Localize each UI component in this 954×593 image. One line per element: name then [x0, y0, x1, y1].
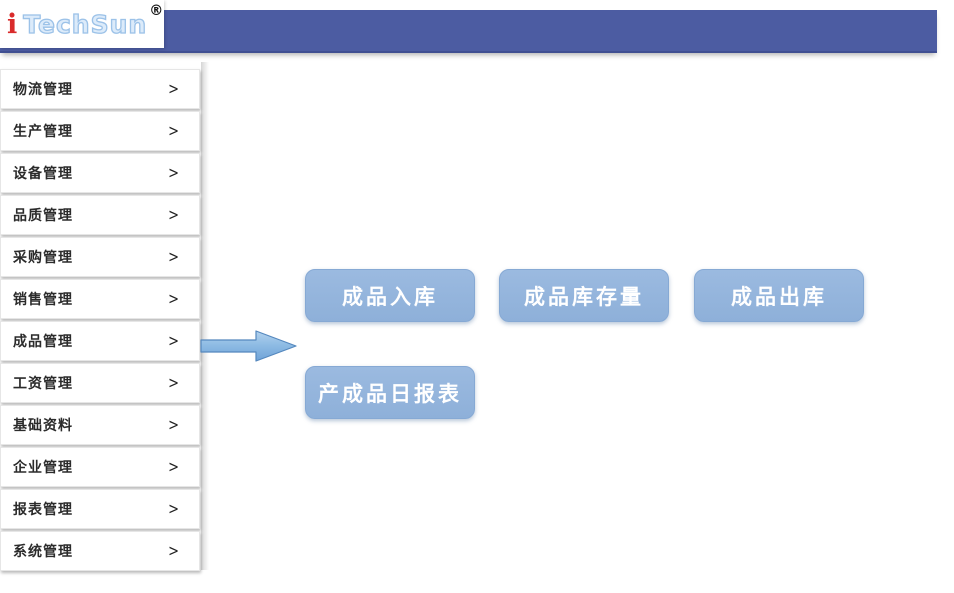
chevron-right-icon: >	[168, 79, 179, 99]
sidebar-edge-shadow	[201, 62, 209, 570]
registered-trademark-icon: ®	[149, 3, 164, 19]
sidebar-item-label: 基础资料	[13, 418, 73, 434]
chevron-right-icon: >	[168, 331, 179, 351]
button-label: 成品库存量	[524, 283, 644, 309]
app-logo[interactable]: i TechSun ®	[0, 0, 164, 48]
right-arrow-icon	[200, 330, 297, 362]
logo-brand-text: TechSun	[23, 9, 148, 39]
chevron-right-icon: >	[168, 415, 179, 435]
finished-product-daily-report-button[interactable]: 产成品日报表	[305, 366, 475, 419]
sidebar-item-label: 设备管理	[13, 166, 73, 182]
chevron-right-icon: >	[168, 121, 179, 141]
finished-goods-stock-button[interactable]: 成品库存量	[499, 269, 669, 322]
sidebar-item-label: 成品管理	[13, 334, 73, 350]
button-label: 成品入库	[342, 283, 438, 309]
sidebar-item-reports[interactable]: 报表管理 >	[0, 489, 200, 529]
sidebar-item-label: 系统管理	[13, 544, 73, 560]
sidebar-menu: 物流管理 > 生产管理 > 设备管理 > 品质管理 > 采购管理 > 销售管理 …	[0, 69, 201, 573]
sidebar-item-enterprise[interactable]: 企业管理 >	[0, 447, 200, 487]
chevron-right-icon: >	[168, 499, 179, 519]
button-label: 产成品日报表	[318, 380, 462, 406]
finished-goods-inbound-button[interactable]: 成品入库	[305, 269, 475, 322]
chevron-right-icon: >	[168, 373, 179, 393]
sidebar-item-label: 报表管理	[13, 502, 73, 518]
chevron-right-icon: >	[168, 289, 179, 309]
sidebar-item-payroll[interactable]: 工资管理 >	[0, 363, 200, 403]
chevron-right-icon: >	[168, 541, 179, 561]
sidebar-item-label: 采购管理	[13, 250, 73, 266]
sidebar-item-equipment[interactable]: 设备管理 >	[0, 153, 200, 193]
sidebar-item-base-data[interactable]: 基础资料 >	[0, 405, 200, 445]
sidebar-item-purchasing[interactable]: 采购管理 >	[0, 237, 200, 277]
chevron-right-icon: >	[168, 163, 179, 183]
sidebar-item-label: 工资管理	[13, 376, 73, 392]
sidebar-item-production[interactable]: 生产管理 >	[0, 111, 200, 151]
sidebar-item-label: 生产管理	[13, 124, 73, 140]
sidebar-item-system[interactable]: 系统管理 >	[0, 531, 200, 571]
sidebar-item-quality[interactable]: 品质管理 >	[0, 195, 200, 235]
sidebar-item-sales[interactable]: 销售管理 >	[0, 279, 200, 319]
sidebar-item-logistics[interactable]: 物流管理 >	[0, 69, 200, 109]
button-label: 成品出库	[731, 283, 827, 309]
sidebar-item-label: 品质管理	[13, 208, 73, 224]
sidebar-item-label: 销售管理	[13, 292, 73, 308]
sidebar-item-finished-goods[interactable]: 成品管理 >	[0, 321, 200, 361]
logo-i-mark: i	[7, 8, 18, 40]
finished-goods-outbound-button[interactable]: 成品出库	[694, 269, 864, 322]
sidebar-item-label: 物流管理	[13, 82, 73, 98]
sidebar-item-label: 企业管理	[13, 460, 73, 476]
chevron-right-icon: >	[168, 205, 179, 225]
chevron-right-icon: >	[168, 247, 179, 267]
chevron-right-icon: >	[168, 457, 179, 477]
